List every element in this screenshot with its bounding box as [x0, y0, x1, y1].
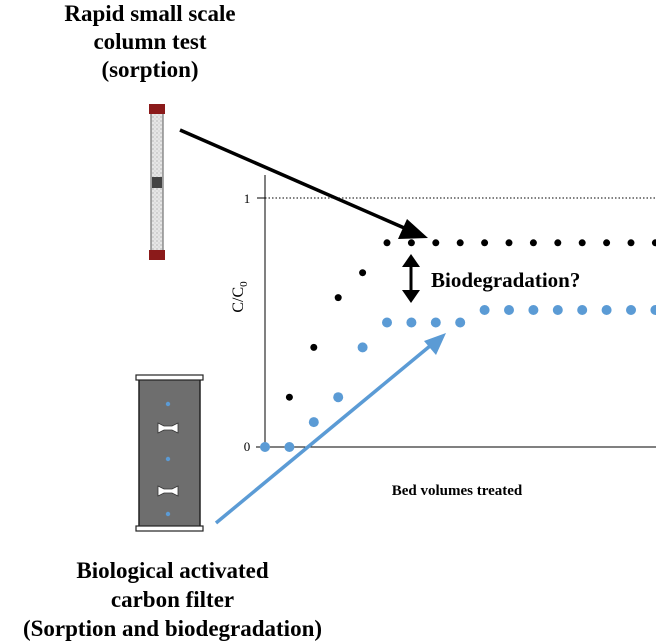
bac-arrowhead-icon: [424, 333, 446, 355]
filter-top-plate: [135, 374, 204, 381]
bac-filter-label: Biological activated carbon filter (Sorp…: [0, 556, 345, 643]
bac-data-point: [601, 305, 612, 315]
x-axis-label: Bed volumes treated: [392, 483, 523, 499]
filter-bottom-plate: [135, 525, 204, 532]
rsscct-label: Rapid small scale column test (sorption): [20, 0, 280, 84]
rsscct-data-point: [383, 239, 391, 247]
rsscct-label-line-3: (sorption): [101, 57, 199, 82]
rsscct-arrowhead-icon: [398, 219, 428, 239]
bac-label-line-2: carbon filter: [110, 587, 235, 612]
bac-data-point: [552, 305, 563, 315]
column-bottom-cap: [149, 250, 165, 260]
rsscct-data-point: [603, 239, 611, 247]
rsscct-data-point: [310, 343, 318, 351]
bac-data-point: [284, 442, 295, 452]
bac-label-line-1: Biological activated: [76, 558, 269, 583]
bac-data-point: [650, 305, 656, 315]
rsscct-data-point: [285, 393, 293, 401]
bac-data-point: [455, 317, 466, 328]
bac-data-point: [357, 342, 368, 353]
bac-data-point: [528, 305, 539, 315]
microbe-icon: [157, 422, 179, 434]
bac-arrow: [214, 339, 438, 525]
rsscct-data-point: [627, 239, 635, 247]
bac-data-point: [479, 305, 490, 315]
bac-data-point: [626, 305, 636, 315]
bac-data-point: [406, 317, 417, 328]
rsscct-data-point: [334, 294, 342, 302]
bac-data-point: [308, 417, 319, 428]
rsscct-label-line-2: column test: [93, 29, 207, 54]
y-axis-label-main: C/C: [230, 287, 247, 313]
bubble-dot: [165, 511, 171, 517]
y-tick-label-0: 0: [244, 439, 251, 454]
microbe-icon: [157, 485, 179, 497]
bac-data-point: [577, 305, 588, 315]
bac-data-point: [333, 392, 344, 403]
rsscct-label-line-1: Rapid small scale: [64, 1, 236, 26]
double-arrow-icon: [402, 254, 420, 303]
rsscct-data-point: [529, 239, 537, 247]
bubble-dot: [165, 456, 171, 462]
bac-filter-icon: [135, 374, 204, 532]
rsscct-data-point: [359, 269, 367, 277]
rsscct-arrow: [179, 128, 419, 236]
rsscct-data-point: [407, 239, 415, 247]
rsscct-data-point: [651, 239, 656, 247]
rsscct-data-point: [456, 239, 464, 247]
bac-data-point: [260, 442, 270, 452]
column-band: [152, 177, 162, 188]
bac-data-point: [504, 305, 514, 315]
rsscct-data-point: [554, 239, 562, 247]
rsscct-column-icon: [149, 104, 165, 260]
bac-data-point: [430, 317, 441, 328]
bubble-dot: [165, 401, 171, 407]
biodegradation-annotation: Biodegradation?: [431, 268, 580, 292]
rsscct-data-point: [505, 239, 513, 247]
rsscct-data-point: [578, 239, 586, 247]
bac-data-point: [382, 317, 392, 328]
column-top-cap: [149, 104, 165, 114]
y-tick-label-1: 1: [244, 191, 251, 206]
rsscct-data-point: [432, 239, 440, 247]
y-axis-label: C/C0: [230, 281, 250, 313]
bac-label-line-3: (Sorption and biodegradation): [22, 616, 323, 641]
y-axis-label-sub: 0: [238, 281, 250, 287]
rsscct-data-point: [481, 239, 489, 247]
data-points: [260, 239, 656, 452]
